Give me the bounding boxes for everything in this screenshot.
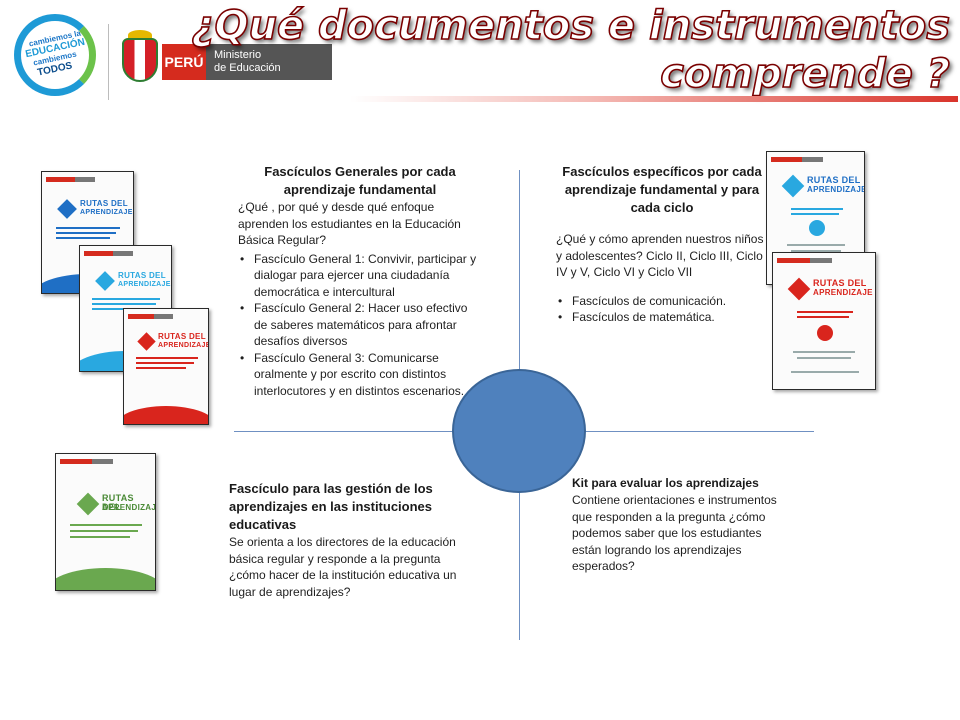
general-booklets-heading: Fascículos Generales por cada aprendizaj… [264,164,456,197]
ministry-line-2: de Educación [214,62,281,74]
page-title: ¿Qué documentos e instrumentos comprende… [190,2,950,98]
management-heading: Fascículo para las gestión de los aprend… [229,481,433,532]
list-item: Fascículos de matemática. [556,309,768,326]
cover-brand-2: APRENDIZAJE [118,281,171,288]
title-underline-bar [350,96,958,102]
ministry-label: Ministerio de Educación [206,44,332,80]
cover-brand-2: APRENDIZAJE [813,288,873,297]
campaign-logo: cambiemos la EDUCACIÓN cambiemos TODOS [14,14,96,96]
ministry-line-1: Ministerio [214,49,262,61]
cover-brand-2: APRENDIZAJE [807,185,865,194]
cover-management: RUTAS DEL APRENDIZAJE [55,453,156,591]
cover-brand-2: APRENDIZAJE [102,503,156,512]
coat-of-arms-icon [122,38,158,82]
specific-booklets-heading: Fascículos específicos por cada aprendiz… [562,164,762,215]
evaluation-kit-body: Contiene orientaciones e instrumentos qu… [572,493,777,573]
cover-general-3: RUTAS DEL APRENDIZAJE [123,308,209,425]
specific-booklets-block: Fascículos específicos por cada aprendiz… [556,163,768,326]
title-line-1: ¿Qué documentos e instrumentos [190,2,950,50]
list-item: Fascículos de comunicación. [556,293,768,310]
cover-brand-2: APRENDIZAJE [158,342,209,349]
general-booklets-intro: ¿Qué , por qué y desde qué enfoque apren… [238,200,461,247]
cover-brand-1: RUTAS DEL [118,271,166,280]
cover-brand-1: RUTAS DEL [158,332,206,341]
coat-of-arms-crown [128,30,152,40]
list-item: Fascículo General 2: Hacer uso efectivo … [238,300,482,350]
evaluation-kit-heading: Kit para evaluar los aprendizajes [572,476,759,490]
cover-brand-1: RUTAS DEL [80,199,128,208]
cover-brand-1: RUTAS DEL [813,278,867,288]
management-block: Fascículo para las gestión de los aprend… [229,480,479,600]
specific-booklets-list: Fascículos de comunicación. Fascículos d… [556,293,768,326]
list-item: Fascículo General 3: Comunicarse oralmen… [238,350,482,400]
title-line-2: comprende ? [659,50,950,98]
general-booklets-block: Fascículos Generales por cada aprendizaj… [238,163,482,399]
header-divider [108,24,109,100]
evaluation-kit-block: Kit para evaluar los aprendizajes Contie… [572,474,794,575]
specific-booklets-intro: ¿Qué y cómo aprenden nuestros niños y ad… [556,232,764,279]
cover-specific-math: RUTAS DEL APRENDIZAJE [772,252,876,390]
list-item: Fascículo General 1: Convivir, participa… [238,251,482,301]
management-body: Se orienta a los directores de la educac… [229,535,457,599]
cover-brand-1: RUTAS DEL [102,493,134,512]
general-booklets-list: Fascículo General 1: Convivir, participa… [238,251,482,400]
cover-brand-1: RUTAS DEL [807,175,861,185]
cover-brand-2: APRENDIZAJE [80,209,133,216]
peru-label: PERÚ [162,44,206,80]
